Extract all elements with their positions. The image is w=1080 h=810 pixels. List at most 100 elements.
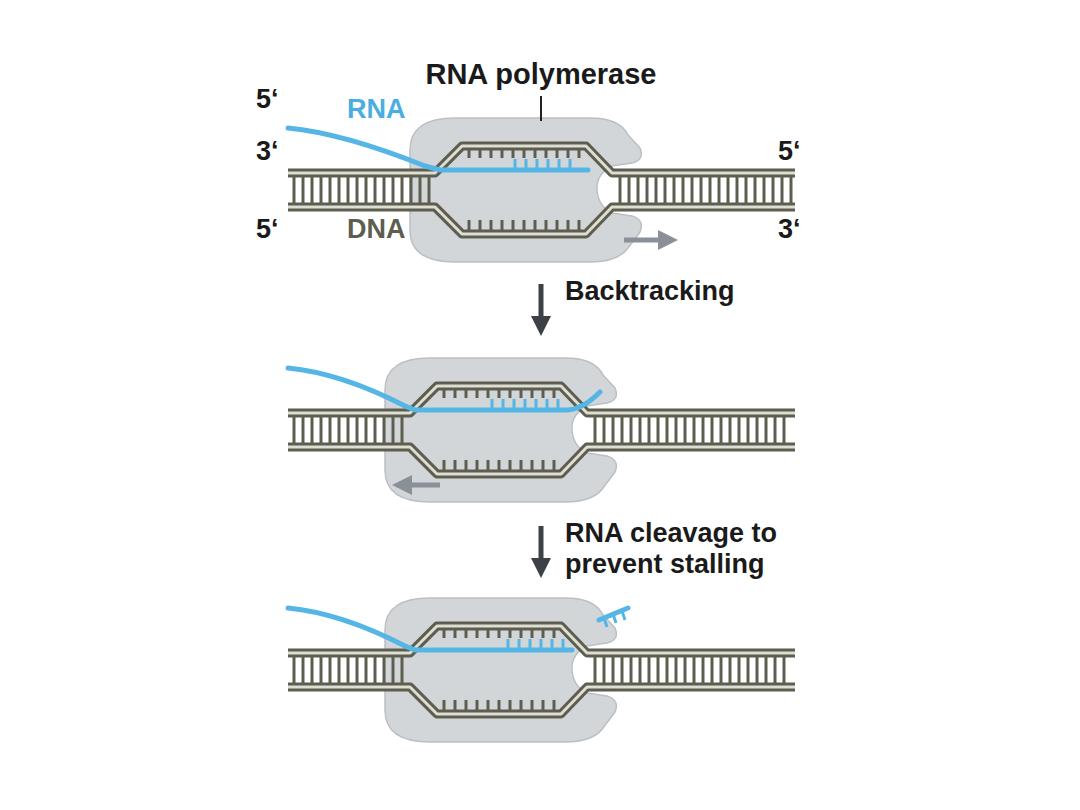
base-tick — [720, 657, 723, 683]
base-tick — [738, 417, 741, 443]
base-tick — [557, 399, 560, 410]
base-tick — [498, 630, 501, 638]
base-tick — [603, 417, 606, 443]
base-tick — [365, 657, 368, 683]
base-tick — [774, 417, 777, 443]
base-tick — [293, 657, 296, 683]
base-tick — [329, 657, 332, 683]
base-tick — [302, 177, 305, 203]
base-tick — [682, 177, 685, 203]
base-tick — [476, 700, 479, 710]
base-tick — [702, 657, 705, 683]
base-tick — [509, 700, 512, 710]
base-tick — [347, 657, 350, 683]
base-tick — [756, 417, 759, 443]
rna-polymerase — [385, 358, 616, 502]
base-tick — [534, 150, 537, 158]
base-tick — [293, 417, 296, 443]
base-tick — [490, 150, 493, 158]
base-tick — [664, 177, 667, 203]
dna-strand-core — [288, 626, 795, 653]
dna-strand-core — [288, 687, 795, 714]
base-tick — [639, 657, 642, 683]
base-tick — [553, 390, 556, 398]
base-tick — [509, 390, 512, 398]
base-tick — [320, 177, 323, 203]
base-tick — [765, 657, 768, 683]
base-tick — [501, 220, 504, 230]
step-label: RNA cleavage to prevent stalling — [565, 518, 827, 580]
base-tick — [621, 657, 624, 683]
base-tick — [454, 630, 457, 638]
base-tick — [763, 177, 766, 203]
rna-strand — [288, 128, 588, 170]
base-tick — [356, 177, 359, 203]
base-tick — [512, 150, 515, 158]
base-tick — [490, 220, 493, 230]
base-tick — [774, 657, 777, 683]
base-tick — [551, 639, 554, 650]
base-tick — [487, 630, 490, 638]
base-tick — [546, 399, 549, 410]
base-tick — [684, 657, 687, 683]
base-tick — [465, 700, 468, 710]
polymerase-panel — [288, 598, 795, 742]
base-tick — [612, 417, 615, 443]
base-tick — [410, 177, 413, 203]
base-tick — [729, 417, 732, 443]
base-tick — [302, 417, 305, 443]
base-tick — [392, 417, 395, 443]
base-tick — [745, 177, 748, 203]
base-tick — [520, 390, 523, 398]
backward-arrow — [402, 483, 440, 488]
base-tick — [498, 700, 501, 710]
base-tick — [578, 150, 581, 158]
base-tick — [465, 460, 468, 470]
base-tick — [545, 150, 548, 158]
base-tick — [702, 417, 705, 443]
dna-strand — [288, 447, 795, 474]
base-tick — [613, 614, 616, 623]
base-tick — [553, 700, 556, 710]
end-label: 5‘ — [256, 84, 279, 115]
base-tick — [648, 657, 651, 683]
base-tick — [338, 417, 341, 443]
base-tick — [465, 390, 468, 398]
base-tick — [621, 417, 624, 443]
base-tick — [520, 630, 523, 638]
step-arrow — [539, 526, 544, 568]
base-tick — [347, 417, 350, 443]
base-tick — [468, 150, 471, 158]
base-tick — [628, 177, 631, 203]
base-tick — [329, 177, 332, 203]
base-tick — [383, 177, 386, 203]
base-tick — [401, 177, 404, 203]
base-tick — [401, 417, 404, 443]
end-label: 3‘ — [778, 214, 801, 245]
base-tick — [693, 417, 696, 443]
base-tick — [657, 417, 660, 443]
base-tick — [374, 657, 377, 683]
base-tick — [502, 399, 505, 410]
base-tick — [604, 618, 607, 627]
base-tick — [520, 460, 523, 470]
base-tick — [637, 177, 640, 203]
base-tick — [711, 657, 714, 683]
base-tick — [311, 417, 314, 443]
base-tick — [454, 390, 457, 398]
base-tick — [666, 657, 669, 683]
base-tick — [498, 390, 501, 398]
base-tick — [535, 399, 538, 410]
base-tick — [523, 220, 526, 230]
base-tick — [545, 220, 548, 230]
base-tick — [338, 177, 341, 203]
base-tick — [569, 159, 572, 170]
base-tick — [747, 657, 750, 683]
end-label: 3‘ — [256, 136, 279, 167]
base-tick — [507, 639, 510, 650]
base-tick — [518, 639, 521, 650]
base-tick — [338, 657, 341, 683]
base-tick — [514, 159, 517, 170]
base-tick — [311, 177, 314, 203]
